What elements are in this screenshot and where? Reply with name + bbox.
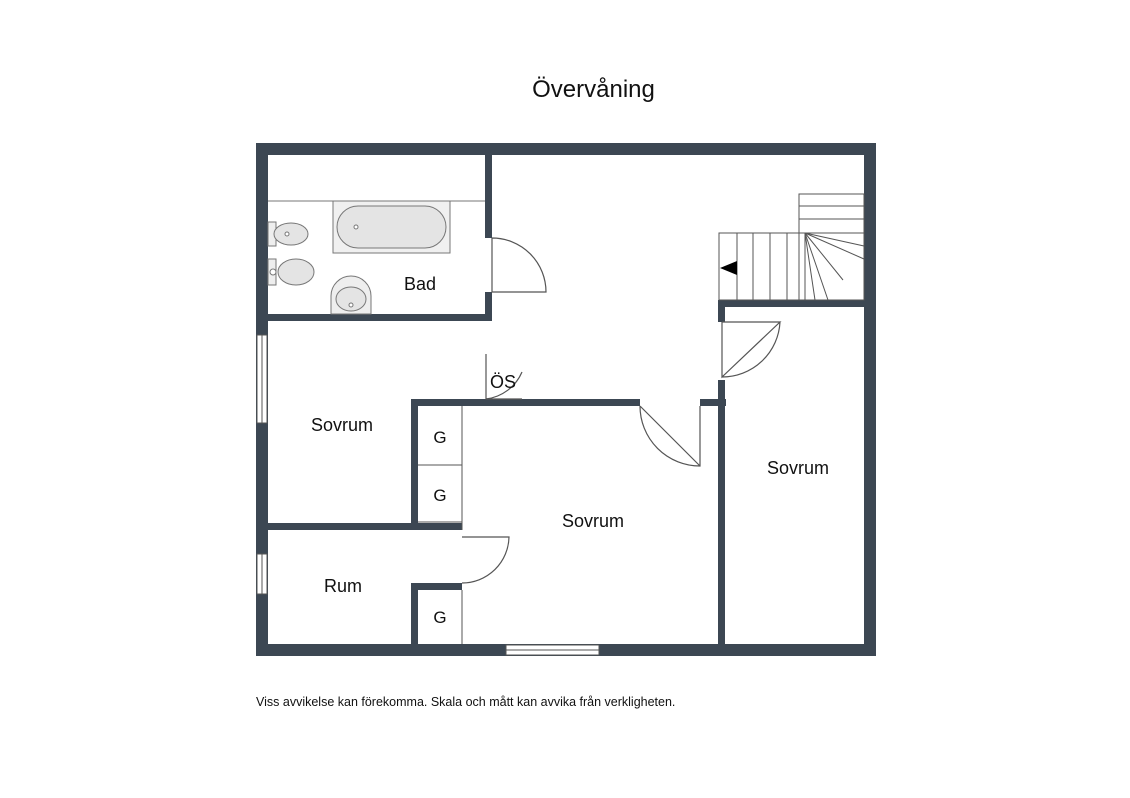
door-right-bedroom xyxy=(721,321,782,379)
room-label-sovrum-left: Sovrum xyxy=(311,415,373,435)
wall-bath-right-lower xyxy=(485,292,492,320)
room-label-rum: Rum xyxy=(324,576,362,596)
wall-closet-lower-top xyxy=(411,583,462,590)
wall-bath-right-upper xyxy=(485,155,492,238)
closet-label-2: G xyxy=(433,486,446,505)
bath-fixtures xyxy=(267,200,485,315)
closet-label-1: G xyxy=(433,428,446,447)
sink-icon xyxy=(330,275,372,315)
door-center-bedroom xyxy=(639,405,701,467)
room-label-sovrum-center: Sovrum xyxy=(562,511,624,531)
wall-top xyxy=(256,143,876,155)
room-label-sovrum-right: Sovrum xyxy=(767,458,829,478)
doors xyxy=(461,237,782,584)
stairs xyxy=(718,193,865,301)
toilet-icon xyxy=(267,258,315,286)
wall-right-bedroom-left xyxy=(718,380,725,645)
closet-lines xyxy=(418,406,463,644)
wall-closet-top-right xyxy=(700,399,726,406)
wall-sovrum-rum xyxy=(268,523,462,530)
wall-stairs-bottom xyxy=(718,300,865,307)
walls xyxy=(256,143,876,656)
room-label-bad: Bad xyxy=(404,274,436,294)
wall-stairs-stub xyxy=(718,300,725,322)
wall-closet-left xyxy=(411,399,418,530)
disclaimer-text: Viss avvikelse kan förekomma. Skala och … xyxy=(256,695,676,709)
wall-closet-lower-left xyxy=(411,583,418,645)
door-bath xyxy=(491,237,547,293)
bidet-icon xyxy=(267,221,309,247)
wall-closet-top xyxy=(411,399,640,406)
floor-title: Övervåning xyxy=(532,76,655,103)
windows xyxy=(256,334,600,656)
wall-right xyxy=(864,143,876,656)
door-rum xyxy=(461,536,510,584)
room-label-os: ÖS xyxy=(490,372,516,392)
wall-bath-bottom xyxy=(268,314,492,321)
closet-label-3: G xyxy=(433,608,446,627)
stair-arrow-icon xyxy=(720,261,737,275)
